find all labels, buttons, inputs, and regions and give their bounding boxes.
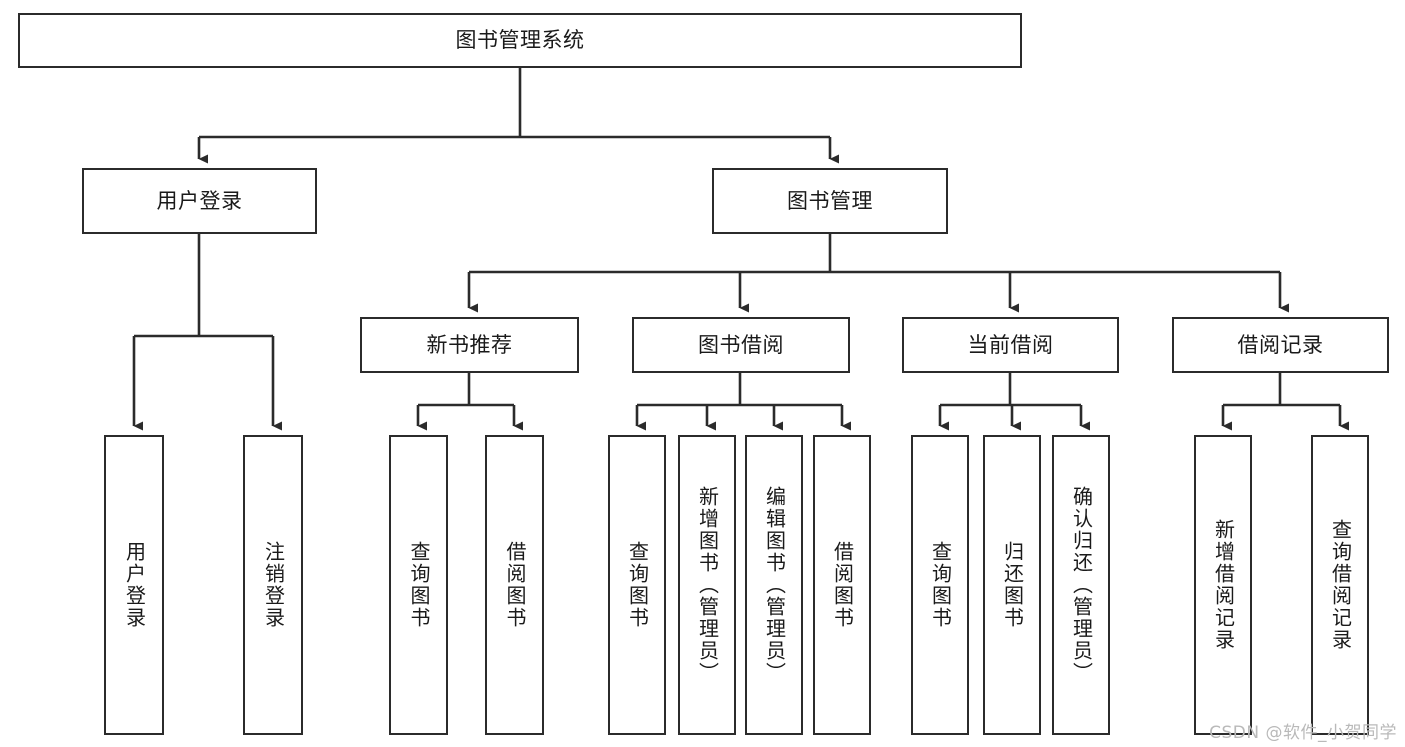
node-leaf-query-record[interactable]: 查询借阅记录 (1311, 435, 1369, 735)
node-leaf-query-book-3[interactable]: 查询图书 (911, 435, 969, 735)
node-borrow-record-label: 借阅记录 (1237, 332, 1324, 357)
node-book-borrow-label: 图书借阅 (698, 332, 784, 357)
node-leaf-query-book-1-label: 查询图书 (407, 541, 431, 629)
node-leaf-return-book[interactable]: 归还图书 (983, 435, 1041, 735)
node-book-manage-label: 图书管理 (787, 188, 873, 213)
node-book-borrow[interactable]: 图书借阅 (632, 317, 850, 373)
node-leaf-user-login-label: 用户登录 (122, 541, 147, 629)
node-leaf-add-book-label: 新增图书（管理员） (695, 486, 720, 684)
node-leaf-query-book-3-label: 查询图书 (928, 541, 953, 629)
node-leaf-return-book-label: 归还图书 (1000, 541, 1025, 629)
node-leaf-query-book-1[interactable]: 查询图书 (389, 435, 448, 735)
node-new-book-recommend-label: 新书推荐 (426, 332, 513, 357)
node-current-borrow-label: 当前借阅 (967, 332, 1054, 357)
node-leaf-add-book[interactable]: 新增图书（管理员） (678, 435, 736, 735)
node-root-root-label: 图书管理系统 (455, 28, 585, 53)
watermark-text: CSDN @软件_小贺同学 (1209, 723, 1397, 743)
node-leaf-add-record[interactable]: 新增借阅记录 (1194, 435, 1252, 735)
node-leaf-edit-book[interactable]: 编辑图书（管理员） (745, 435, 803, 735)
node-borrow-record[interactable]: 借阅记录 (1172, 317, 1389, 373)
node-leaf-query-record-label: 查询借阅记录 (1328, 519, 1353, 651)
node-leaf-borrow-book-1[interactable]: 借阅图书 (485, 435, 544, 735)
node-leaf-edit-book-label: 编辑图书（管理员） (762, 486, 787, 684)
node-leaf-confirm-return-label: 确认归还（管理员） (1069, 486, 1094, 684)
node-leaf-user-login[interactable]: 用户登录 (104, 435, 164, 735)
node-leaf-confirm-return[interactable]: 确认归还（管理员） (1052, 435, 1110, 735)
node-leaf-borrow-book-2-label: 借阅图书 (830, 541, 855, 629)
node-leaf-query-book-2[interactable]: 查询图书 (608, 435, 666, 735)
node-user-login[interactable]: 用户登录 (82, 168, 317, 234)
node-book-manage[interactable]: 图书管理 (712, 168, 948, 234)
node-leaf-logout-label: 注销登录 (261, 541, 286, 629)
node-leaf-query-book-2-label: 查询图书 (625, 541, 650, 629)
node-leaf-add-record-label: 新增借阅记录 (1211, 519, 1236, 651)
node-root-root[interactable]: 图书管理系统 (18, 13, 1022, 68)
node-leaf-borrow-book-1-label: 借阅图书 (503, 541, 527, 629)
node-new-book-recommend[interactable]: 新书推荐 (360, 317, 579, 373)
connector-paths (132, 68, 1349, 431)
node-leaf-borrow-book-2[interactable]: 借阅图书 (813, 435, 871, 735)
node-user-login-label: 用户登录 (156, 188, 243, 213)
node-current-borrow[interactable]: 当前借阅 (902, 317, 1119, 373)
node-leaf-logout[interactable]: 注销登录 (243, 435, 303, 735)
